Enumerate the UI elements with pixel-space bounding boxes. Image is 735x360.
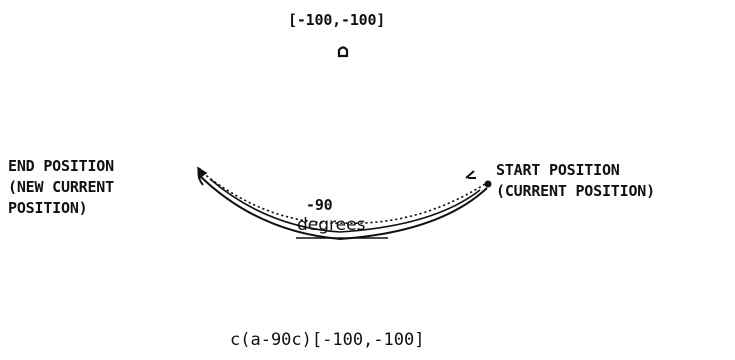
angle-value-label: -90 bbox=[306, 196, 333, 214]
start-point-marker bbox=[484, 180, 492, 188]
start-tick bbox=[465, 170, 476, 179]
center-coordinate-label: [-100,-100] bbox=[288, 11, 386, 29]
rotation-arrow-outer bbox=[199, 175, 488, 241]
rotation-arrow-inner bbox=[209, 178, 481, 233]
dotted-arc bbox=[202, 172, 486, 224]
end-position-label-line3: POSITION) bbox=[8, 199, 88, 217]
start-position-label-line2: (CURRENT POSITION) bbox=[496, 182, 655, 200]
start-position-label-line1: START POSITION bbox=[496, 161, 620, 179]
end-hook bbox=[197, 167, 204, 186]
end-position-label-line2: (NEW CURRENT bbox=[8, 178, 114, 196]
center-point-marker bbox=[337, 46, 349, 58]
arc-command-text: c(a-90c)[-100,-100] bbox=[230, 330, 425, 350]
end-position-label-line1: END POSITION bbox=[8, 157, 114, 175]
angle-unit-label: degrees bbox=[297, 215, 366, 235]
